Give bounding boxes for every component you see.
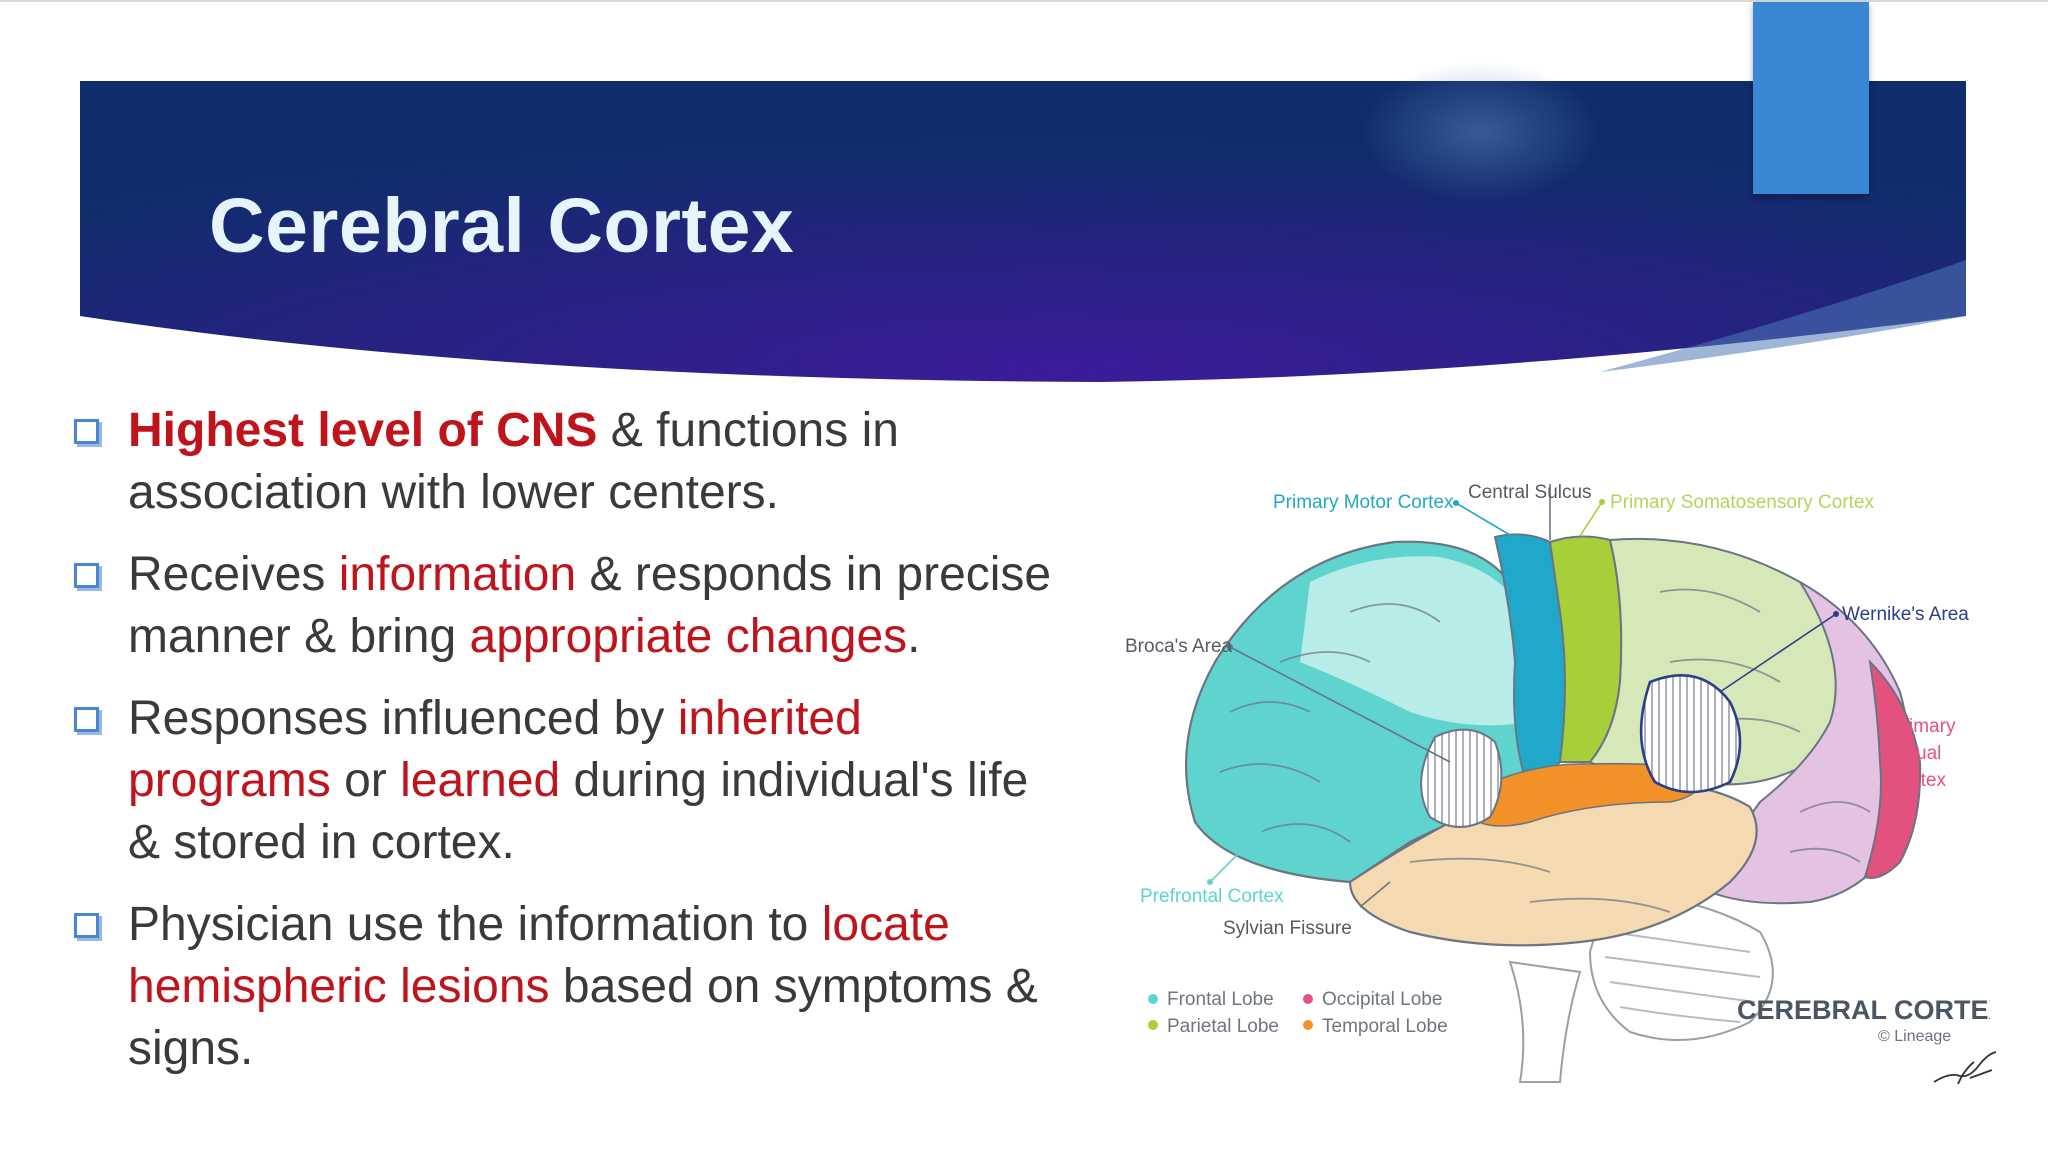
label-visual-cortex-3: Cortex — [1890, 770, 1946, 791]
label-somatosensory-cortex: Primary Somatosensory Cortex — [1610, 492, 1874, 513]
square-bullet-icon — [74, 913, 99, 938]
bullet-run: during individual's life & stored in cor… — [128, 754, 1029, 869]
bullet-run: appropriate changes — [469, 610, 908, 663]
broca-area — [1420, 728, 1503, 828]
bullet-run: locate hemispheric lesions — [128, 898, 950, 1013]
legend-occipital-lobe: Occipital Lobe — [1322, 989, 1442, 1010]
bullet-item: Physician use the information to locate … — [70, 894, 1060, 1080]
signature-mark — [1933, 1051, 1997, 1085]
bullet-run: & responds in precise manner & bring — [128, 548, 1052, 663]
accent-tab — [1753, 2, 1869, 194]
bullet-run: Physician use the information to — [128, 898, 822, 951]
bullet-text: Responses influenced by inherited progra… — [128, 692, 1028, 869]
square-bullet-icon — [74, 419, 99, 444]
square-bullet-icon — [74, 707, 99, 732]
slide-title: Cerebral Cortex — [209, 183, 795, 269]
occipital-lobe — [1708, 581, 1911, 905]
figure-legend: Frontal Lobe Parietal Lobe Occipital Lob… — [1148, 989, 1448, 1037]
brain-stem — [1508, 960, 1582, 1083]
bullet-run: & functions in association with lower ce… — [128, 404, 899, 519]
bullet-run: information — [338, 548, 577, 601]
label-primary-motor-cortex: Primary Motor Cortex — [1273, 492, 1454, 513]
bullet-run: Highest level of CNS — [128, 404, 598, 457]
bullet-item: Responses influenced by inherited progra… — [70, 688, 1060, 874]
bullet-run: . — [907, 610, 921, 663]
wernike-area — [1639, 674, 1742, 794]
label-brocas-area: Broca's Area — [1125, 636, 1233, 657]
label-visual-cortex-2: Visual — [1890, 743, 1941, 764]
bullet-run: or — [330, 754, 401, 807]
bullet-text: Physician use the information to locate … — [128, 898, 1038, 1075]
label-visual-cortex-1: Primary — [1890, 716, 1956, 737]
bullet-text: Highest level of CNS & functions in asso… — [128, 404, 899, 519]
square-bullet-icon — [74, 563, 99, 588]
bullet-text: Receives information & responds in preci… — [128, 548, 1051, 663]
bullet-item: Highest level of CNS & functions in asso… — [70, 400, 1060, 524]
brain-diagram: Primary Motor Cortex Central Sulcus Prim… — [1125, 482, 1990, 1083]
legend-frontal-lobe: Frontal Lobe — [1167, 989, 1274, 1010]
visual-cortex — [1863, 659, 1922, 879]
bullet-item: Receives information & responds in preci… — [70, 544, 1060, 668]
label-prefrontal-cortex: Prefrontal Cortex — [1140, 886, 1284, 907]
bullet-list: Highest level of CNS & functions in asso… — [70, 400, 1060, 1100]
bullet-run: Responses influenced by — [128, 692, 678, 745]
label-wernikes-area: Wernike's Area — [1842, 604, 1969, 625]
bullet-run: Receives — [128, 548, 339, 601]
label-sylvian-fissure: Sylvian Fissure — [1223, 918, 1352, 939]
figure-credit: © Lineage — [1878, 1028, 1951, 1045]
bullet-run: based on symptoms & signs. — [128, 960, 1038, 1075]
legend-parietal-lobe: Parietal Lobe — [1167, 1016, 1279, 1037]
figure-caption: CEREBRAL CORTEX — [1737, 995, 1990, 1025]
label-central-sulcus: Central Sulcus — [1468, 482, 1592, 503]
title-banner — [80, 62, 1966, 382]
legend-temporal-lobe: Temporal Lobe — [1322, 1016, 1448, 1037]
bullet-run: learned — [400, 754, 561, 807]
bullet-run: inherited programs — [128, 692, 862, 807]
